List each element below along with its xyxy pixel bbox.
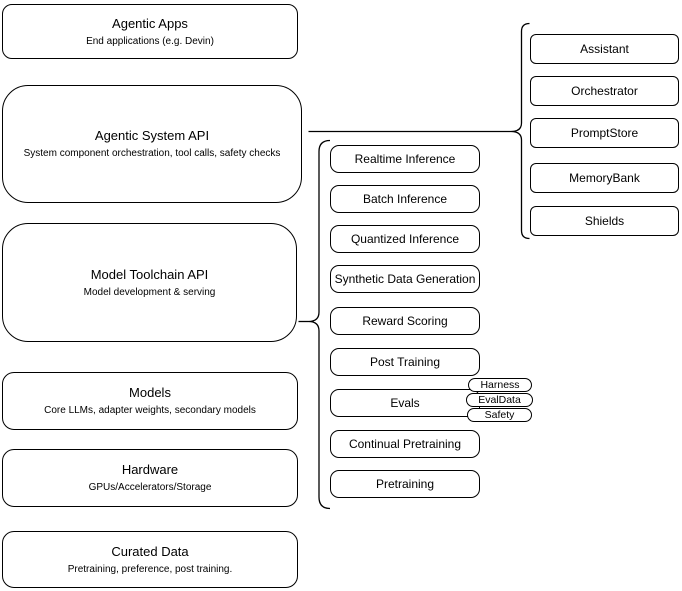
node-evals: Evals — [330, 389, 480, 417]
tag-safety: Safety — [467, 408, 532, 422]
tag-evaldata: EvalData — [466, 393, 533, 407]
node-memorybank: MemoryBank — [530, 163, 679, 193]
node-models: Models Core LLMs, adapter weights, secon… — [2, 372, 298, 430]
node-label: Pretraining — [375, 477, 435, 491]
node-label: Synthetic Data Generation — [334, 272, 476, 286]
tag-label: Harness — [480, 379, 520, 391]
node-realtime-inference: Realtime Inference — [330, 145, 480, 173]
node-reward-scoring: Reward Scoring — [330, 307, 480, 335]
node-subtitle: Pretraining, preference, post training. — [67, 563, 233, 575]
node-assistant: Assistant — [530, 34, 679, 64]
node-label: Post Training — [369, 355, 441, 369]
tag-label: Safety — [484, 409, 515, 421]
node-promptstore: PromptStore — [530, 118, 679, 148]
node-agentic-apps: Agentic Apps End applications (e.g. Devi… — [2, 4, 298, 59]
tag-label: EvalData — [478, 394, 521, 406]
node-subtitle: System component orchestration, tool cal… — [23, 148, 281, 159]
node-continual-pretraining: Continual Pretraining — [330, 430, 480, 458]
node-label: Evals — [390, 396, 420, 410]
node-label: Assistant — [580, 42, 629, 56]
node-curated-data: Curated Data Pretraining, preference, po… — [2, 531, 298, 588]
tag-harness: Harness — [468, 378, 532, 392]
node-label: PromptStore — [570, 126, 639, 140]
node-label: Shields — [584, 214, 625, 228]
node-title: Model Toolchain API — [90, 266, 209, 282]
node-label: MemoryBank — [569, 171, 640, 185]
system-group-brace — [510, 22, 530, 240]
toolchain-group-brace — [308, 139, 331, 510]
node-title: Models — [129, 385, 171, 400]
node-label: Quantized Inference — [350, 232, 460, 246]
node-synthetic-data-generation: Synthetic Data Generation — [330, 265, 480, 293]
node-batch-inference: Batch Inference — [330, 185, 480, 213]
node-label: Orchestrator — [571, 84, 638, 98]
node-shields: Shields — [530, 206, 679, 236]
node-post-training: Post Training — [330, 348, 480, 376]
node-agentic-system-api: Agentic System API System component orch… — [2, 85, 302, 203]
node-label: Reward Scoring — [362, 314, 448, 328]
node-label: Continual Pretraining — [348, 437, 462, 451]
node-pretraining: Pretraining — [330, 470, 480, 498]
node-model-toolchain-api: Model Toolchain API Model development & … — [2, 223, 297, 342]
node-title: Agentic System API — [94, 128, 210, 143]
node-subtitle: End applications (e.g. Devin) — [86, 35, 214, 47]
node-label: Batch Inference — [362, 192, 448, 206]
node-title: Hardware — [121, 462, 179, 477]
node-subtitle: Model development & serving — [83, 286, 216, 298]
node-title: Curated Data — [111, 543, 189, 559]
node-label: Realtime Inference — [354, 152, 456, 166]
node-hardware: Hardware GPUs/Accelerators/Storage — [2, 449, 298, 507]
node-subtitle: GPUs/Accelerators/Storage — [88, 482, 212, 493]
node-subtitle: Core LLMs, adapter weights, secondary mo… — [44, 405, 256, 416]
node-quantized-inference: Quantized Inference — [330, 225, 480, 253]
node-title: Agentic Apps — [112, 15, 188, 31]
node-orchestrator: Orchestrator — [530, 76, 679, 106]
